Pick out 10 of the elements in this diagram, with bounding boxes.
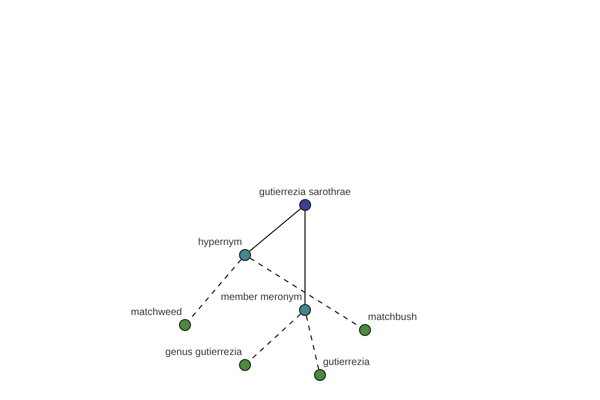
node-label: hypernym bbox=[198, 237, 243, 249]
connector-line bbox=[306, 315, 320, 370]
connector-line bbox=[249, 208, 301, 252]
node-label: gutierrezia sarothrae bbox=[259, 187, 351, 199]
node-label: member meronym bbox=[220, 292, 303, 304]
node-label: genus gutierrezia bbox=[165, 347, 243, 359]
node-label: matchweed bbox=[130, 307, 183, 319]
node-label: matchbush bbox=[367, 312, 417, 324]
connector-line bbox=[304, 210, 306, 304]
node-label: gutierrezia bbox=[322, 357, 370, 369]
